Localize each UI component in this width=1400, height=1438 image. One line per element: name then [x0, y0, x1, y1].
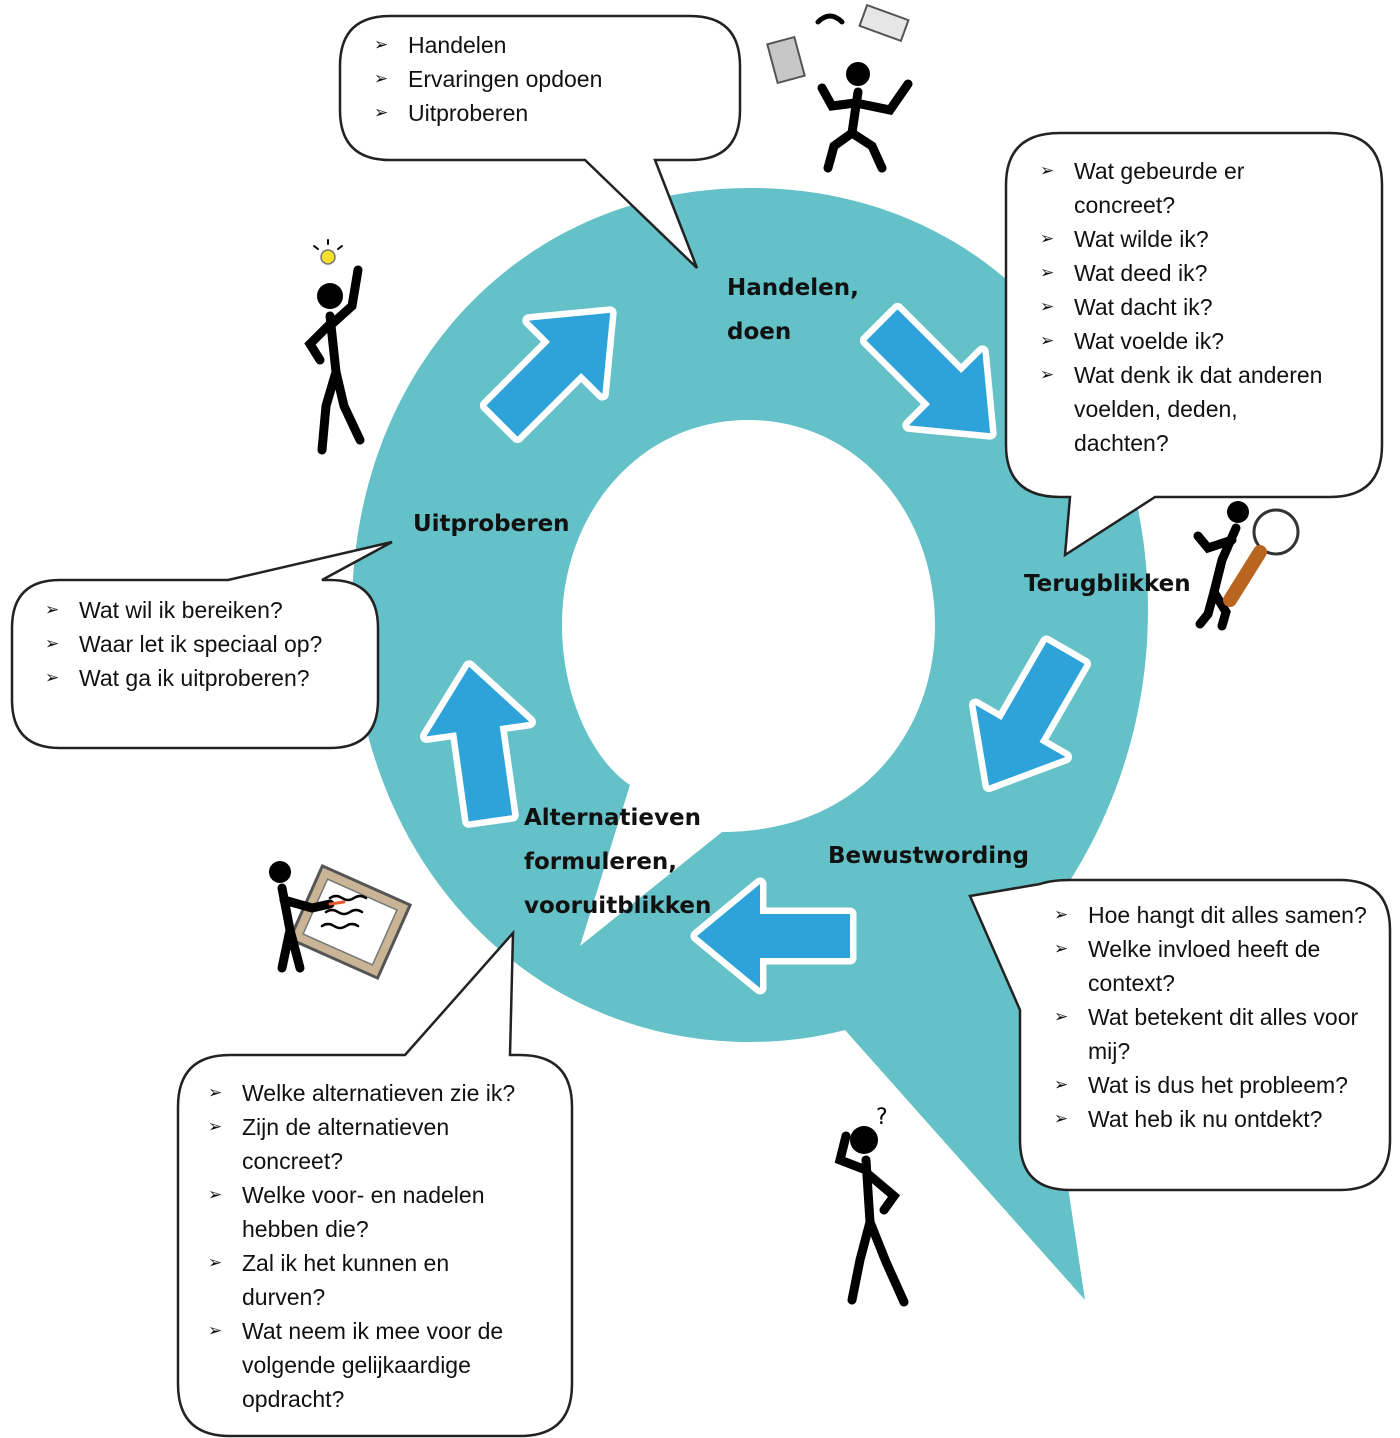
list-item: Wat wil ik bereiken?: [41, 593, 371, 627]
list-item: Wat voelde ik?: [1036, 324, 1336, 358]
list-item: Welke voor- en nadelen hebben die?: [204, 1178, 534, 1246]
clipboard-figure-icon: [269, 861, 413, 981]
list-item: Wat deed ik?: [1036, 256, 1336, 290]
stage-label-alternatieven: Alternatieven formuleren, vooruitblikken: [524, 805, 712, 919]
arrow-to-handelen: [479, 306, 617, 444]
bubble-alternatieven: Welke alternatieven zie ik? Zijn de alte…: [204, 1076, 534, 1416]
list-item: Welke invloed heeft de context?: [1050, 932, 1370, 1000]
list-item: Waar let ik speciaal op?: [41, 627, 371, 661]
stage-label-terugblikken: Terugblikken: [1024, 571, 1191, 597]
reflection-ring: [352, 188, 1148, 1300]
list-item: Zal ik het kunnen en durven?: [204, 1246, 534, 1314]
bubble-uitproberen: Wat wil ik bereiken? Waar let ik speciaa…: [41, 593, 371, 695]
list-item: Wat dacht ik?: [1036, 290, 1336, 324]
arrow-to-terugblikken: [859, 302, 997, 440]
list-item: Ervaringen opdoen: [370, 62, 720, 96]
list-item: Wat heb ik nu ontdekt?: [1050, 1102, 1370, 1136]
stage-label-bewustwording: Bewustwording: [828, 843, 1030, 869]
list-item: Wat wilde ik?: [1036, 222, 1336, 256]
list-item: Wat gebeurde er concreet?: [1036, 154, 1336, 222]
bubble-handelen: Handelen Ervaringen opdoen Uitproberen: [370, 28, 720, 130]
list-item: Wat is dus het probleem?: [1050, 1068, 1370, 1102]
arrow-to-alternatieven: [690, 877, 857, 995]
list-item: Wat denk ik dat anderen voelden, deden, …: [1036, 358, 1336, 460]
list-item: Welke alternatieven zie ik?: [204, 1076, 534, 1110]
bubble-bewustwording: Hoe hangt dit alles samen? Welke invloed…: [1050, 898, 1370, 1136]
list-item: Handelen: [370, 28, 720, 62]
idea-figure-icon: [304, 239, 365, 455]
bubble-terugblikken: Wat gebeurde er concreet? Wat wilde ik? …: [1036, 154, 1336, 460]
magnifier-figure-icon: [1193, 501, 1300, 631]
list-item: Wat ga ik uitproberen?: [41, 661, 371, 695]
list-item: Zijn de alternatieven concreet?: [204, 1110, 534, 1178]
juggling-figure-icon: [766, 3, 913, 173]
stage-label-handelen: Handelen, doen: [727, 275, 859, 345]
arrow-to-uitproberen: [419, 660, 536, 828]
list-item: Hoe hangt dit alles samen?: [1050, 898, 1370, 932]
thinking-figure-icon: ?: [834, 1105, 909, 1307]
list-item: Wat neem ik mee voor de volgende gelijka…: [204, 1314, 534, 1416]
arrow-to-bewustwording: [968, 635, 1092, 793]
list-item: Wat betekent dit alles voor mij?: [1050, 1000, 1370, 1068]
svg-text:?: ?: [876, 1105, 888, 1130]
stage-label-uitproberen: Uitproberen: [413, 511, 570, 537]
list-item: Uitproberen: [370, 96, 720, 130]
